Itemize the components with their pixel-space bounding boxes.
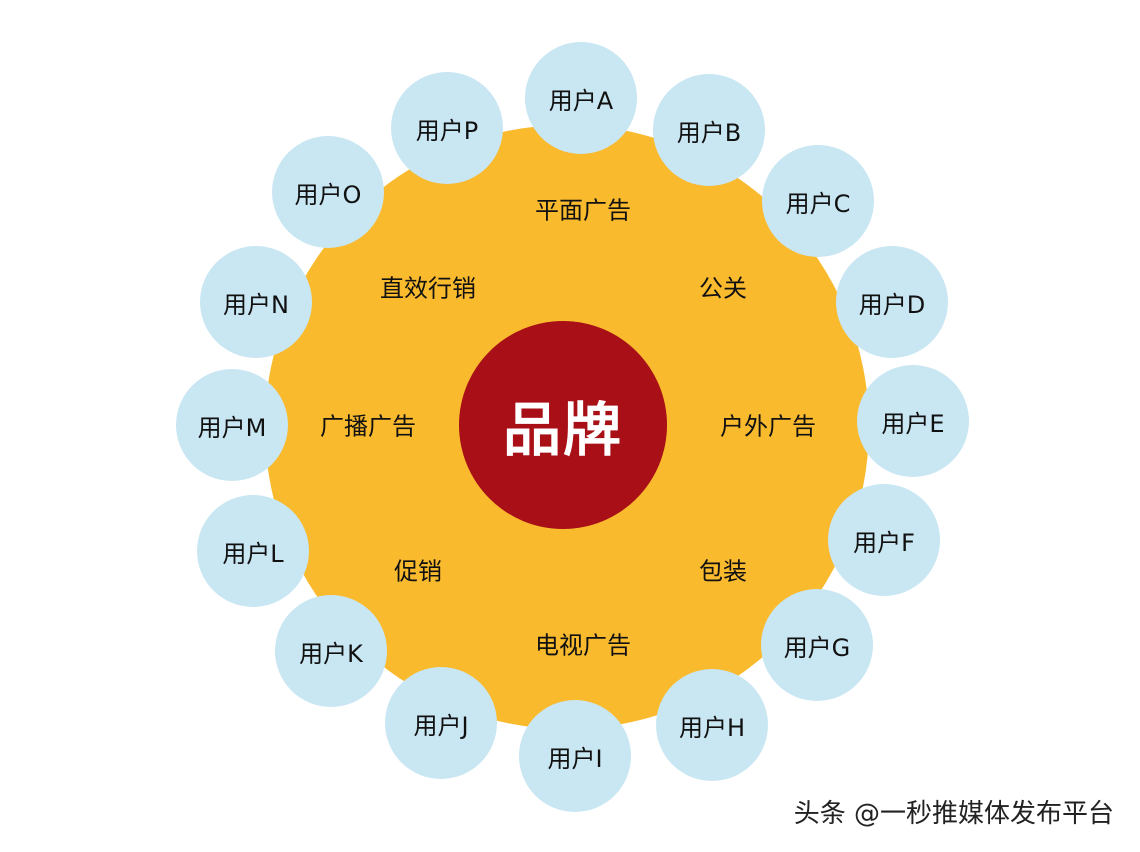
user-label: 用户K (299, 639, 363, 668)
user-node: 用户M (176, 369, 288, 481)
channel-label: 包装 (699, 557, 747, 586)
channel-label: 广播广告 (320, 412, 416, 441)
user-label: 用户L (222, 539, 284, 568)
channel-label: 电视广告 (535, 631, 631, 660)
user-label: 用户N (223, 290, 289, 319)
user-node: 用户H (656, 669, 768, 781)
channel-label: 直效行销 (380, 274, 476, 303)
channel-label: 户外广告 (720, 412, 816, 441)
user-label: 用户H (678, 713, 746, 742)
channel-label: 公关 (699, 274, 747, 303)
user-node: 用户K (275, 595, 387, 707)
user-label: 用户A (548, 86, 614, 115)
user-label: 用户D (858, 290, 926, 319)
user-label: 用户M (197, 413, 267, 442)
user-label: 用户J (413, 711, 469, 740)
user-node: 用户B (653, 74, 765, 186)
brand-label: 品牌 (502, 396, 623, 464)
user-label: 用户C (785, 189, 851, 218)
user-label: 用户G (783, 633, 851, 662)
user-label: 用户E (881, 409, 945, 438)
user-node: 用户L (197, 495, 309, 607)
user-node: 用户A (525, 42, 637, 154)
user-node: 用户E (857, 365, 969, 477)
user-label: 用户I (547, 744, 603, 773)
user-node: 用户O (272, 136, 384, 248)
user-label: 用户B (676, 118, 742, 147)
user-node: 用户I (519, 700, 631, 812)
user-node: 用户N (200, 246, 312, 358)
user-node: 用户P (391, 72, 503, 184)
channel-label: 平面广告 (535, 196, 631, 225)
user-label: 用户P (415, 116, 479, 145)
watermark-text: 头条 @一秒推媒体发布平台 (793, 799, 1114, 829)
user-label: 用户F (853, 528, 915, 557)
user-label: 用户O (294, 180, 362, 209)
user-node: 用户G (761, 589, 873, 701)
user-node: 用户F (828, 484, 940, 596)
user-node: 用户J (385, 667, 497, 779)
brand-center-node: 品牌 (459, 321, 667, 529)
user-node: 用户D (836, 246, 948, 358)
channel-label: 促销 (394, 557, 442, 586)
user-node: 用户C (762, 145, 874, 257)
